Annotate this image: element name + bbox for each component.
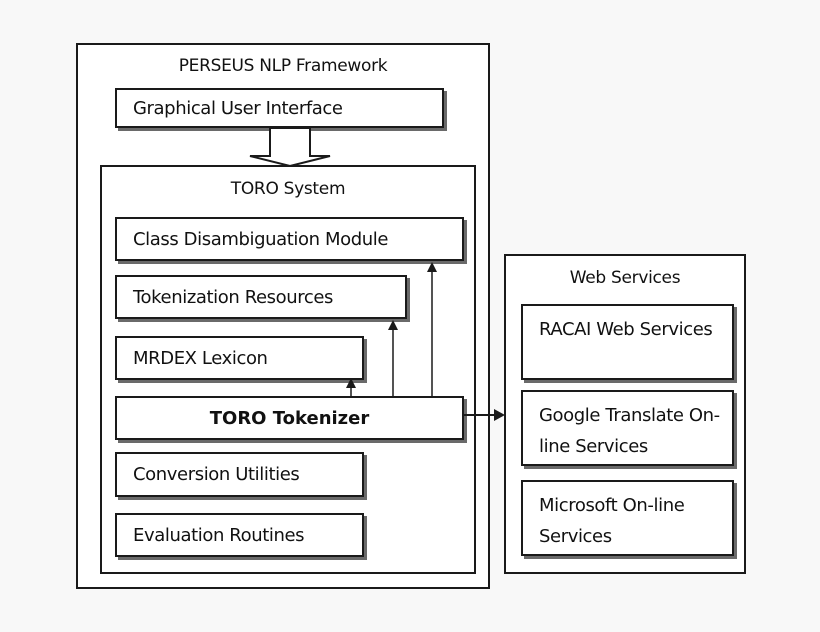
class-disambiguation-label: Class Disambiguation Module bbox=[133, 228, 389, 250]
web-services-title: Web Services bbox=[569, 268, 681, 288]
microsoft-services-box: Microsoft On-line Services bbox=[521, 480, 734, 556]
tokenizer-to-resources-arrowhead bbox=[388, 320, 398, 330]
class-disambiguation-module: Class Disambiguation Module bbox=[115, 217, 464, 261]
google-translate-label: Google Translate On-line Services bbox=[539, 405, 720, 457]
gui-to-toro-arrow bbox=[249, 127, 331, 168]
tokenization-resources-label: Tokenization Resources bbox=[133, 286, 334, 308]
racai-web-services-box: RACAI Web Services bbox=[521, 304, 734, 380]
mrdex-lexicon-box: MRDEX Lexicon bbox=[115, 336, 364, 380]
tokenization-resources-box: Tokenization Resources bbox=[115, 275, 407, 319]
evaluation-routines-box: Evaluation Routines bbox=[115, 513, 364, 557]
toro-tokenizer-box: TORO Tokenizer bbox=[115, 396, 464, 440]
mrdex-lexicon-label: MRDEX Lexicon bbox=[133, 347, 268, 369]
toro-system-title: TORO System bbox=[230, 179, 346, 199]
toro-tokenizer-label: TORO Tokenizer bbox=[209, 407, 370, 429]
perseus-framework-title: PERSEUS NLP Framework bbox=[178, 56, 388, 76]
tokenizer-to-web-services-arrowhead bbox=[494, 409, 505, 421]
gui-label: Graphical User Interface bbox=[133, 97, 343, 119]
tokenizer-to-mrdex-arrowhead bbox=[346, 378, 356, 388]
racai-web-services-label: RACAI Web Services bbox=[539, 319, 713, 340]
tokenizer-to-class-arrowhead bbox=[427, 262, 437, 272]
microsoft-services-label: Microsoft On-line Services bbox=[539, 495, 685, 547]
google-translate-box: Google Translate On-line Services bbox=[521, 390, 734, 466]
evaluation-routines-label: Evaluation Routines bbox=[133, 524, 305, 546]
conversion-utilities-label: Conversion Utilities bbox=[133, 464, 300, 485]
conversion-utilities-box: Conversion Utilities bbox=[115, 452, 364, 497]
